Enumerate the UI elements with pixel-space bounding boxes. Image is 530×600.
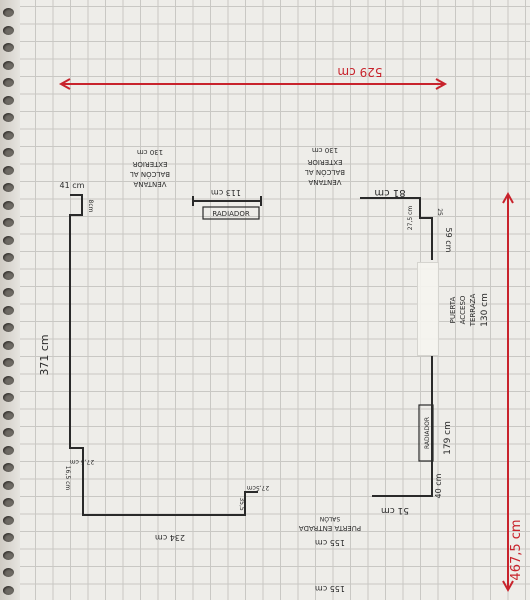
door-entrance-line1: PUERTA ENTRADA xyxy=(299,524,361,532)
room-outline xyxy=(69,194,258,516)
spiral-ring xyxy=(3,148,14,157)
bottom-left-small-label: 16,5 cm xyxy=(64,466,71,491)
door-terrace-line1: PUERTA xyxy=(449,296,457,323)
radiator-right-label: RADIADOR xyxy=(424,417,431,449)
radiator-right-box xyxy=(418,404,434,462)
spiral-ring xyxy=(3,253,14,262)
right-notch-a-label: 27,5 cm xyxy=(407,206,414,231)
window-left-line2: BALCÓN AL xyxy=(130,170,170,179)
right-notch-b-label: 25 xyxy=(436,208,443,216)
top-arrow-head-right xyxy=(435,78,448,90)
spiral-ring xyxy=(3,410,14,420)
window-right-line3: EXTERIOR xyxy=(307,158,342,166)
spiral-ring xyxy=(3,113,14,122)
door-terrace-note: PUERTA ACCESO TERRAZA 130 cm xyxy=(449,293,490,327)
window-right-line1: VENTANA xyxy=(308,178,341,186)
door-terrace-line3: TERRAZA xyxy=(469,294,477,328)
right-bottom-small-label: 40 cm xyxy=(434,473,443,498)
spiral-ring xyxy=(3,130,14,140)
top-arrow-head-left xyxy=(58,78,71,90)
spiral-ring xyxy=(3,533,14,542)
left-notch-bottom-label: 27,5 cm xyxy=(70,458,95,465)
spiral-ring xyxy=(3,165,14,175)
room-outline-right xyxy=(360,197,433,497)
top-left-segment-label: 41 cm xyxy=(60,181,85,190)
spiral-ring xyxy=(3,200,14,210)
spiral-ring xyxy=(3,288,14,297)
window-left-line1: VENTANA xyxy=(133,180,166,188)
bottom-step-a-label: 27,5cm xyxy=(247,484,270,491)
right-arrow-head-top xyxy=(502,191,514,204)
spiral-ring xyxy=(3,218,14,227)
window-left-note: VENTANA BALCÓN AL EXTERIOR 130 cm xyxy=(130,148,170,188)
right-arrow-head-bottom xyxy=(502,580,514,593)
spiral-ring xyxy=(3,8,14,17)
spiral-ring xyxy=(3,550,14,560)
door-entrance-line3: 155 cm xyxy=(315,584,345,593)
spiral-ring xyxy=(3,183,14,192)
window-right-note: VENTANA BALCÓN AL EXTERIOR 130 cm xyxy=(305,146,345,186)
bottom-step-b-label: 35,5 xyxy=(238,497,245,511)
radiator-top-box xyxy=(202,206,260,220)
spiral-ring xyxy=(3,305,14,315)
spiral-ring xyxy=(3,428,14,437)
spiral-ring xyxy=(3,340,14,350)
spiral-binding xyxy=(0,0,20,600)
left-notch-top-label: 8cm xyxy=(87,200,94,213)
top-total-label: 529 cm xyxy=(337,65,382,79)
right-lower-label: 179 cm xyxy=(443,421,453,455)
spiral-ring xyxy=(3,358,14,367)
spiral-ring xyxy=(3,463,14,472)
spiral-ring xyxy=(3,25,14,35)
spiral-ring xyxy=(3,480,14,490)
right-total-label: 467,5 cm xyxy=(509,519,524,580)
spiral-ring xyxy=(3,95,14,105)
door-entrance-line4: 155 cm xyxy=(315,538,345,547)
spiral-ring xyxy=(3,515,14,525)
spiral-ring xyxy=(3,60,14,70)
top-right-segment-label: 81 cm xyxy=(374,187,405,198)
spiral-ring xyxy=(3,585,14,595)
window-right-line2: BALCÓN AL xyxy=(305,168,345,177)
door-entrance-note: 155 cm PUERTA ENTRADA SALÓN 155 cm xyxy=(299,515,361,593)
spiral-ring xyxy=(3,78,14,87)
spiral-ring xyxy=(3,568,14,577)
door-terrace-line4: 130 cm xyxy=(480,293,490,327)
window-left-line4: 130 cm xyxy=(137,148,163,156)
door-terrace-line2: ACCESO xyxy=(459,295,467,324)
bottom-wall-label: 234 cm xyxy=(155,533,185,542)
spiral-ring xyxy=(3,43,14,52)
spiral-ring xyxy=(3,393,14,402)
spiral-ring xyxy=(3,323,14,332)
radiator-top-width-label: 113 cm xyxy=(211,188,241,197)
left-wall-label: 371 cm xyxy=(38,334,51,375)
right-upper-label: 59 cm xyxy=(444,228,453,253)
radiator-top-label: RADIADOR xyxy=(212,210,250,218)
door-tape-patch xyxy=(417,262,439,356)
bottom-right-segment-label: 51 cm xyxy=(381,505,409,515)
window-left-line3: EXTERIOR xyxy=(132,160,167,168)
door-entrance-line2: SALÓN xyxy=(320,515,340,522)
spiral-ring xyxy=(3,498,14,507)
window-right-line4: 130 cm xyxy=(312,146,338,154)
spiral-ring xyxy=(3,375,14,385)
spiral-ring xyxy=(3,235,14,245)
spiral-ring xyxy=(3,270,14,280)
spiral-ring xyxy=(3,445,14,455)
